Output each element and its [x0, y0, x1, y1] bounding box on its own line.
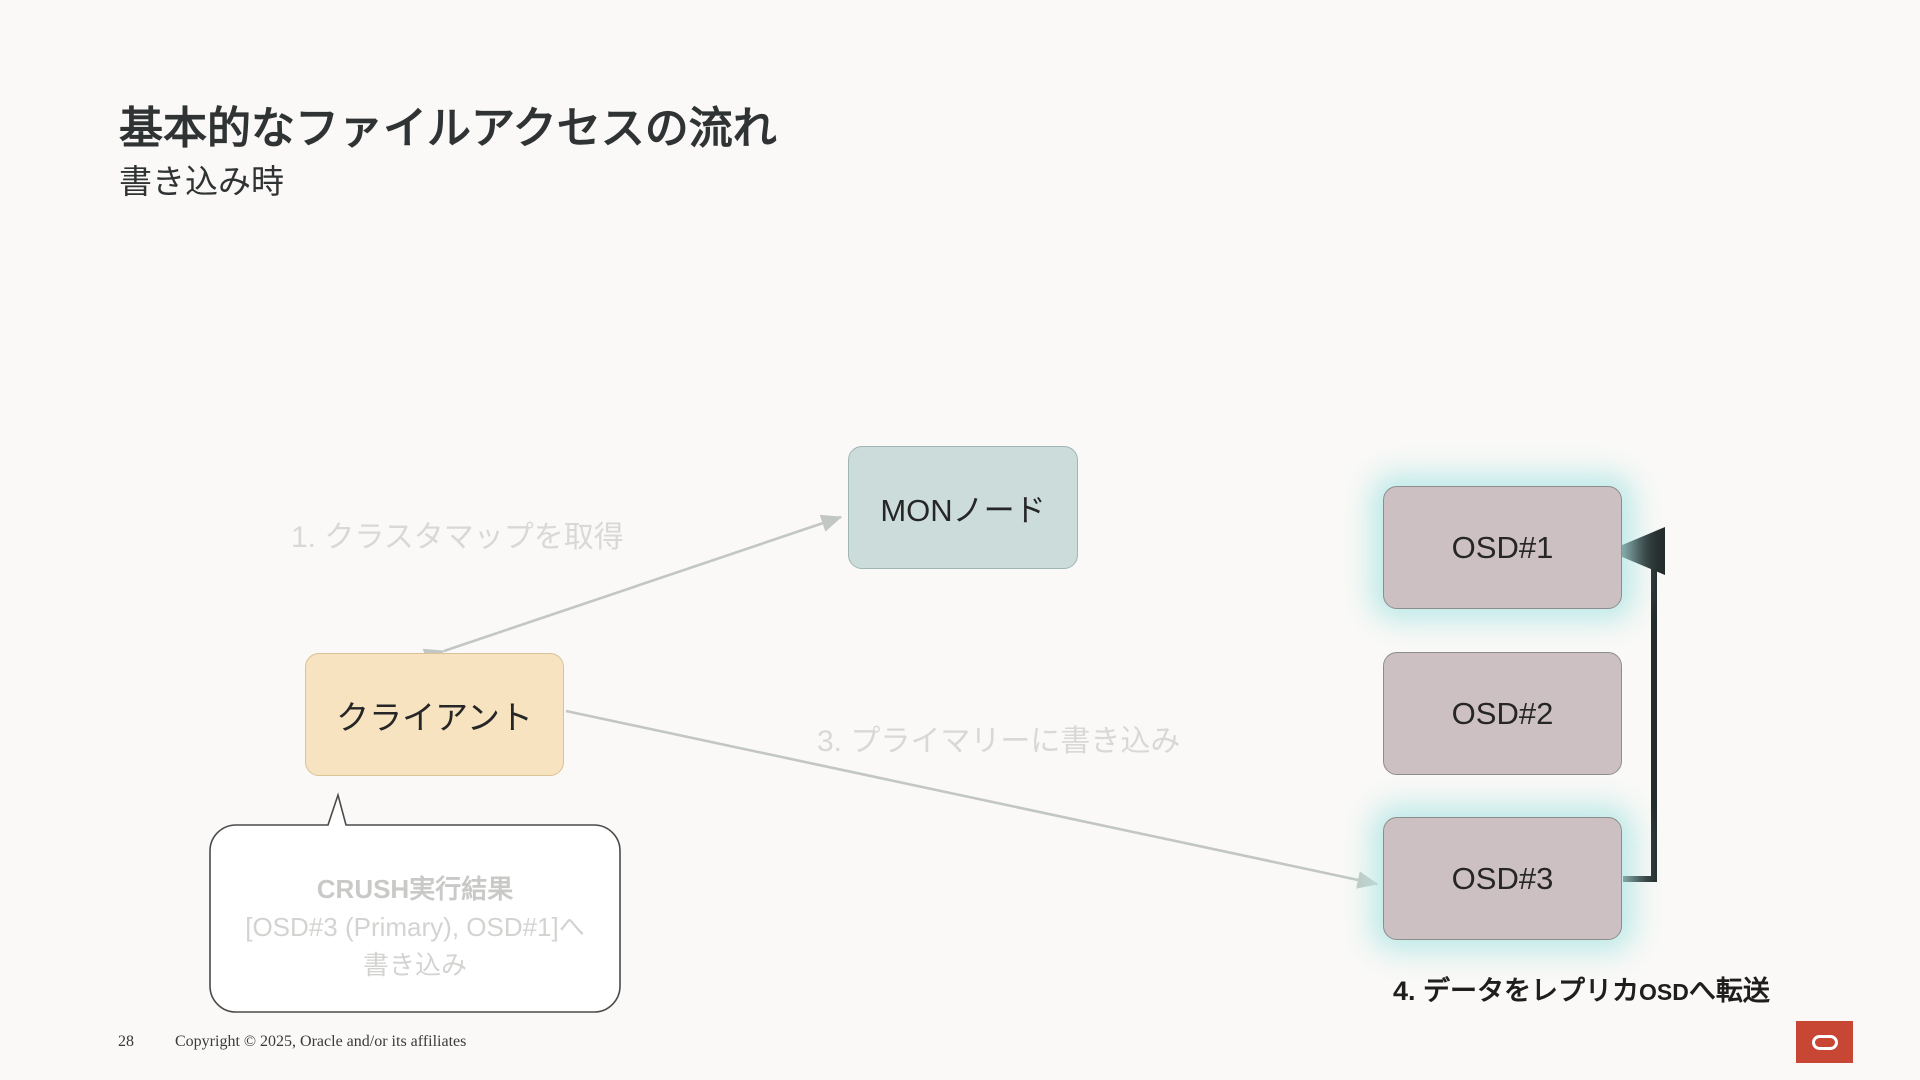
page-title: 基本的なファイルアクセスの流れ [119, 104, 777, 153]
oracle-ring-icon [1811, 1034, 1838, 1050]
step-4-suffix: へ転送 [1688, 976, 1770, 1006]
step-4-mid: OSD [1639, 979, 1689, 1005]
node-osd2-label: OSD#2 [1451, 695, 1554, 731]
node-client[interactable]: クライアント [305, 653, 564, 776]
node-mon[interactable]: MONノード [848, 446, 1078, 569]
node-osd1-label: OSD#1 [1451, 529, 1554, 565]
node-client-label: クライアント [336, 698, 533, 736]
oracle-logo [1796, 1021, 1853, 1063]
callout-text: CRUSH実行結果 [OSD#3 (Primary), OSD#1]へ 書き込み [200, 870, 630, 984]
node-mon-label: MONノード [880, 493, 1046, 528]
node-osd3[interactable]: OSD#3 [1383, 817, 1622, 940]
step-3-label: 3. プライマリーに書き込み [817, 725, 1181, 758]
node-osd1[interactable]: OSD#1 [1383, 486, 1622, 609]
step-1-label: 1. クラスタマップを取得 [291, 521, 624, 554]
callout-line-2: [OSD#3 (Primary), OSD#1]へ [245, 912, 585, 942]
callout-heading: CRUSH実行結果 [316, 874, 514, 904]
callout-shape [209, 792, 621, 1013]
callout-line-3: 書き込み [362, 950, 467, 980]
callout-bubble[interactable]: CRUSH実行結果 [OSD#3 (Primary), OSD#1]へ 書き込み [200, 790, 630, 1030]
node-osd3-label: OSD#3 [1451, 860, 1554, 896]
step-4-label: 4. データをレプリカOSDへ転送 [1393, 969, 1770, 1008]
arrow-osd3-osd1 [1608, 527, 1665, 882]
page-subtitle: 書き込み時 [119, 163, 284, 200]
step-4-prefix: 4. データをレプリカ [1393, 976, 1640, 1006]
copyright-text: Copyright © 2025, Oracle and/or its affi… [175, 1033, 467, 1050]
node-osd2[interactable]: OSD#2 [1383, 652, 1622, 775]
page-number: 28 [118, 1033, 134, 1050]
